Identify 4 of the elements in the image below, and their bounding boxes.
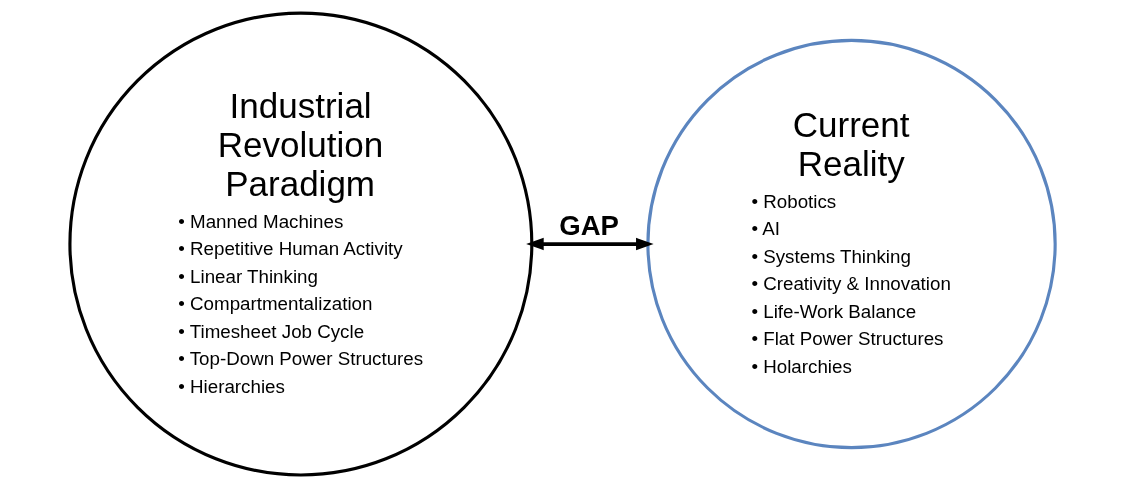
- node-circle: Industrial Revolution Paradigm • Manned Machines • Repetitive Human Activity • Linear Thinking • Compartmentalization • Timesheet Job Cycle • Top-Down Power Structures • Hierarchies: [67, 11, 533, 477]
- node-circle: Current Reality • Robotics • AI • Systems Thinking • Creativity & Innovation • Life-Work Balance • Flat Power Structures • Holarchies: [645, 38, 1057, 450]
- arrow: [525, 237, 654, 251]
- edge-label: GAP: [558, 209, 619, 241]
